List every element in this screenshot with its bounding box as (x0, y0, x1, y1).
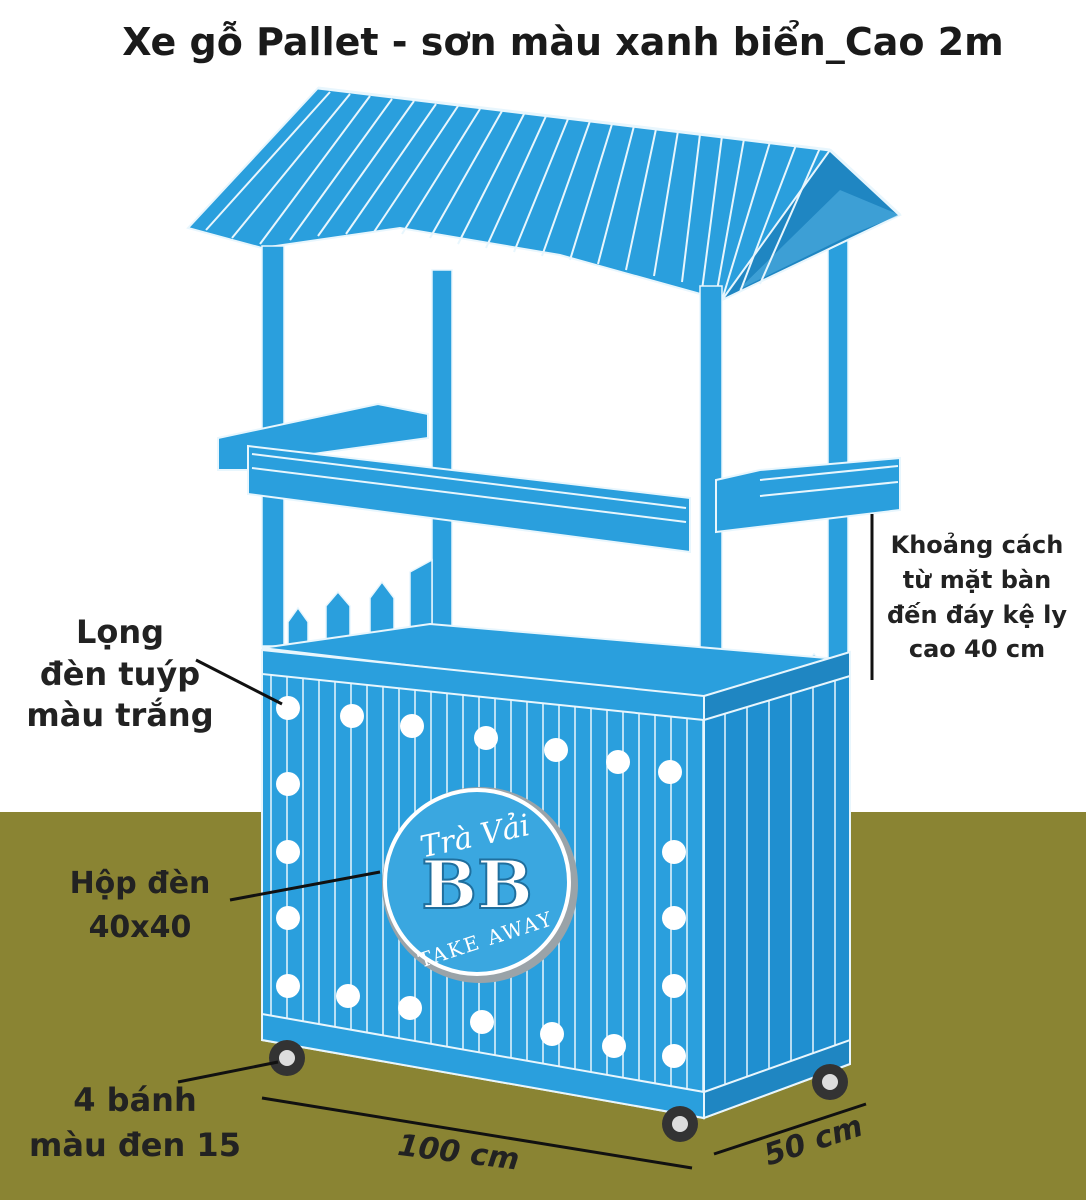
annotation-line: Hộp đèn (69, 866, 211, 901)
leader-wheels (177, 1060, 279, 1084)
wheel-back-right (812, 1064, 848, 1100)
page-title: Xe gỗ Pallet - sơn màu xanh biển_Cao 2m (122, 20, 1004, 64)
back-post-left (431, 269, 453, 631)
logo-center-text: BB (421, 846, 533, 924)
wheel-front-left (269, 1040, 305, 1076)
dimension-length-line (261, 1096, 693, 1170)
annotation-line: đến đáy kệ ly (887, 600, 1067, 629)
annotation-line: từ mặt bàn (902, 565, 1052, 594)
annotation-counter-to-shelf: Khoảng cách từ mặt bàn đến đáy kệ ly cao… (870, 528, 1084, 667)
leader-light-box (229, 870, 381, 902)
annotation-line: 4 bánh (73, 1081, 197, 1119)
annotation-tube-light: Lọng đèn tuýp màu trắng (20, 612, 220, 737)
annotation-line: màu đen 15 (29, 1125, 241, 1164)
annotation-line: Khoảng cách (890, 531, 1064, 559)
back-post-right (827, 219, 849, 661)
dimension-depth-line (713, 1102, 867, 1156)
bulbs (276, 696, 686, 1068)
annotation-line: màu trắng (26, 696, 214, 735)
roof (186, 86, 902, 302)
annotation-line: cao 40 cm (908, 635, 1046, 664)
leader-lines (177, 514, 874, 1170)
wheel-front-right (662, 1106, 698, 1142)
annotation-line: Lọng (75, 613, 165, 651)
logo: Trà Vải BB TAKE AWAY (382, 787, 578, 983)
annotation-line: đèn tuýp (39, 654, 201, 693)
side-bottom-rail (703, 1038, 851, 1120)
annotation-light-box: Hộp đèn 40x40 (40, 862, 240, 949)
leader-tube-light (195, 658, 283, 706)
cup-shelf (217, 402, 901, 554)
annotation-line: 40x40 (88, 909, 192, 945)
annotation-wheels: 4 bánh màu đen 15 (10, 1078, 260, 1168)
wheels (269, 1040, 848, 1142)
side-top-rail (703, 650, 851, 722)
